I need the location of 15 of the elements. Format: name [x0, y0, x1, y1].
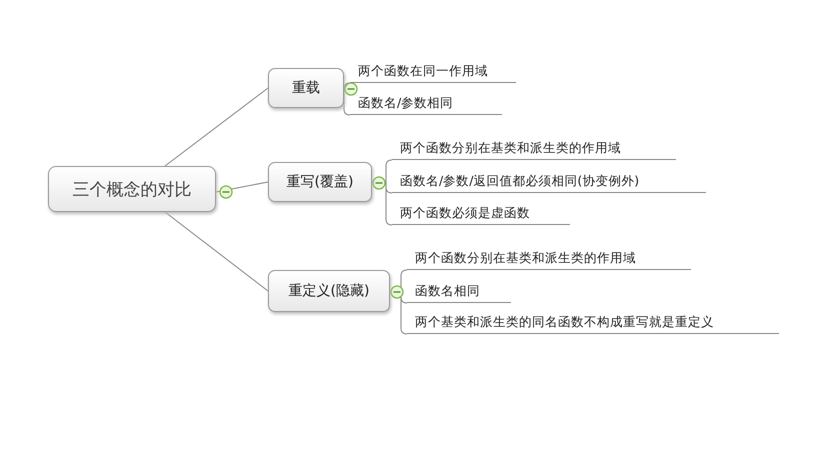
- subtopic-text: 函数名/参数相同: [350, 93, 502, 115]
- subtopic-text: 两个基类和派生类的同名函数不构成重写就是重定义: [407, 312, 779, 334]
- subtopic-text: 两个函数分别在基类和派生类的作用域: [407, 248, 691, 270]
- connector-line: [164, 88, 268, 166]
- topic-box: 重定义(隐藏): [268, 270, 390, 312]
- subtopic-text: 两个函数分别在基类和派生类的作用域: [392, 138, 676, 160]
- central-topic-box: 三个概念的对比: [48, 166, 216, 212]
- subtopic-text: 函数名相同: [407, 281, 511, 303]
- subtopic-text: 两个函数在同一作用域: [350, 61, 516, 83]
- topic-box: 重写(覆盖): [268, 162, 372, 202]
- topic-box: 重载: [268, 68, 344, 108]
- subtopic-text: 函数名/参数/返回值都必须相同(协变例外): [392, 171, 706, 193]
- connector-line: [164, 212, 268, 292]
- connector-line: [216, 182, 268, 192]
- subtopic-text: 两个函数必须是虚函数: [392, 203, 570, 225]
